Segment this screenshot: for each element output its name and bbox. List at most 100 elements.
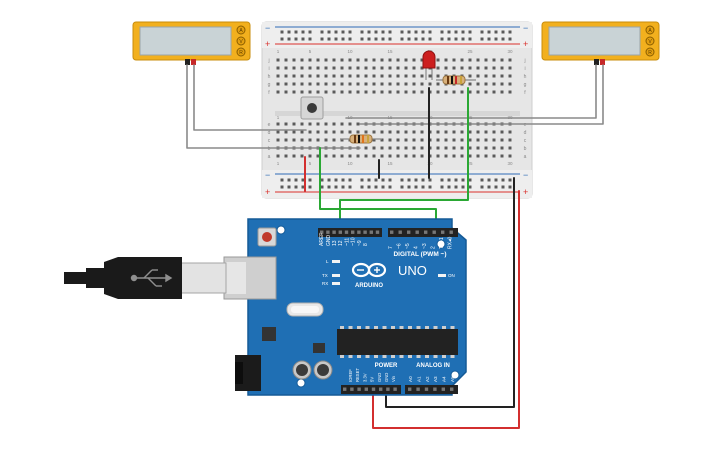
rail-hole[interactable] — [280, 30, 284, 34]
breadboard-hole[interactable] — [468, 146, 472, 150]
breadboard-hole[interactable] — [412, 146, 416, 150]
breadboard-hole[interactable] — [412, 154, 416, 158]
breadboard-hole[interactable] — [484, 138, 488, 142]
breadboard-hole[interactable] — [380, 66, 384, 70]
breadboard-hole[interactable] — [324, 90, 328, 94]
breadboard-hole[interactable] — [332, 122, 336, 126]
breadboard-hole[interactable] — [292, 58, 296, 62]
rail-hole[interactable] — [440, 30, 444, 34]
breadboard-hole[interactable] — [508, 130, 512, 134]
rail-hole[interactable] — [494, 37, 498, 41]
breadboard-hole[interactable] — [308, 66, 312, 70]
rail-hole[interactable] — [508, 178, 512, 182]
breadboard-hole[interactable] — [500, 82, 504, 86]
breadboard-hole[interactable] — [300, 90, 304, 94]
rail-hole[interactable] — [461, 185, 465, 189]
breadboard-hole[interactable] — [340, 74, 344, 78]
breadboard-hole[interactable] — [420, 74, 424, 78]
breadboard-hole[interactable] — [460, 130, 464, 134]
breadboard-hole[interactable] — [292, 74, 296, 78]
breadboard-hole[interactable] — [508, 66, 512, 70]
rail-hole[interactable] — [454, 178, 458, 182]
breadboard-hole[interactable] — [484, 58, 488, 62]
breadboard-hole[interactable] — [276, 82, 280, 86]
breadboard-hole[interactable] — [308, 58, 312, 62]
breadboard-hole[interactable] — [492, 66, 496, 70]
rail-hole[interactable] — [280, 185, 284, 189]
breadboard-hole[interactable] — [380, 154, 384, 158]
breadboard-hole[interactable] — [348, 130, 352, 134]
breadboard-hole[interactable] — [348, 66, 352, 70]
analog-pin-hole[interactable] — [450, 387, 454, 391]
rail-hole[interactable] — [287, 185, 291, 189]
digital-pin-hole[interactable] — [363, 230, 367, 234]
rail-hole[interactable] — [360, 178, 364, 182]
breadboard-hole[interactable] — [316, 90, 320, 94]
breadboard-hole[interactable] — [364, 146, 368, 150]
rail-hole[interactable] — [360, 37, 364, 41]
breadboard-hole[interactable] — [492, 130, 496, 134]
rail-hole[interactable] — [367, 178, 371, 182]
rail-hole[interactable] — [421, 30, 425, 34]
breadboard-hole[interactable] — [452, 154, 456, 158]
breadboard-hole[interactable] — [340, 58, 344, 62]
rail-hole[interactable] — [320, 37, 324, 41]
breadboard-hole[interactable] — [388, 82, 392, 86]
breadboard-hole[interactable] — [500, 130, 504, 134]
rail-hole[interactable] — [461, 30, 465, 34]
breadboard-hole[interactable] — [508, 154, 512, 158]
breadboard-hole[interactable] — [388, 130, 392, 134]
breadboard-hole[interactable] — [340, 130, 344, 134]
breadboard-hole[interactable] — [284, 74, 288, 78]
breadboard-hole[interactable] — [372, 154, 376, 158]
rail-hole[interactable] — [414, 185, 418, 189]
breadboard-hole[interactable] — [452, 138, 456, 142]
analog-pin-hole[interactable] — [441, 387, 445, 391]
rail-hole[interactable] — [407, 30, 411, 34]
top-rail-holes[interactable] — [280, 30, 512, 41]
rail-hole[interactable] — [461, 37, 465, 41]
breadboard-hole[interactable] — [404, 82, 408, 86]
arduino-dc-jack[interactable] — [235, 355, 261, 391]
breadboard-hole[interactable] — [484, 66, 488, 70]
breadboard-hole[interactable] — [308, 138, 312, 142]
breadboard-hole[interactable] — [348, 122, 352, 126]
breadboard-hole[interactable] — [316, 74, 320, 78]
breadboard-hole[interactable] — [292, 130, 296, 134]
rail-hole[interactable] — [407, 185, 411, 189]
breadboard-hole[interactable] — [324, 130, 328, 134]
wire-gray-left-meter-black[interactable] — [186, 64, 361, 149]
breadboard-hole[interactable] — [284, 66, 288, 70]
breadboard-hole[interactable] — [300, 66, 304, 70]
rail-hole[interactable] — [348, 185, 352, 189]
breadboard-hole[interactable] — [420, 138, 424, 142]
breadboard-hole[interactable] — [308, 154, 312, 158]
breadboard-hole[interactable] — [476, 66, 480, 70]
rail-hole[interactable] — [308, 37, 312, 41]
breadboard-hole[interactable] — [404, 58, 408, 62]
breadboard-hole[interactable] — [356, 74, 360, 78]
breadboard-hole[interactable] — [332, 138, 336, 142]
rail-hole[interactable] — [320, 185, 324, 189]
breadboard-hole[interactable] — [372, 138, 376, 142]
breadboard-hole[interactable] — [396, 138, 400, 142]
breadboard-hole[interactable] — [476, 74, 480, 78]
breadboard-hole[interactable] — [364, 58, 368, 62]
breadboard-hole[interactable] — [284, 138, 288, 142]
breadboard-hole[interactable] — [316, 122, 320, 126]
breadboard-hole[interactable] — [476, 90, 480, 94]
breadboard-hole[interactable] — [340, 154, 344, 158]
rail-hole[interactable] — [487, 30, 491, 34]
breadboard-hole[interactable] — [460, 58, 464, 62]
rail-hole[interactable] — [301, 30, 305, 34]
breadboard-hole[interactable] — [460, 66, 464, 70]
breadboard-hole[interactable] — [308, 74, 312, 78]
breadboard-hole[interactable] — [324, 82, 328, 86]
breadboard-hole[interactable] — [492, 58, 496, 62]
rail-hole[interactable] — [327, 185, 331, 189]
breadboard-hole[interactable] — [324, 66, 328, 70]
rail-hole[interactable] — [320, 178, 324, 182]
breadboard-hole[interactable] — [372, 146, 376, 150]
rail-hole[interactable] — [280, 178, 284, 182]
